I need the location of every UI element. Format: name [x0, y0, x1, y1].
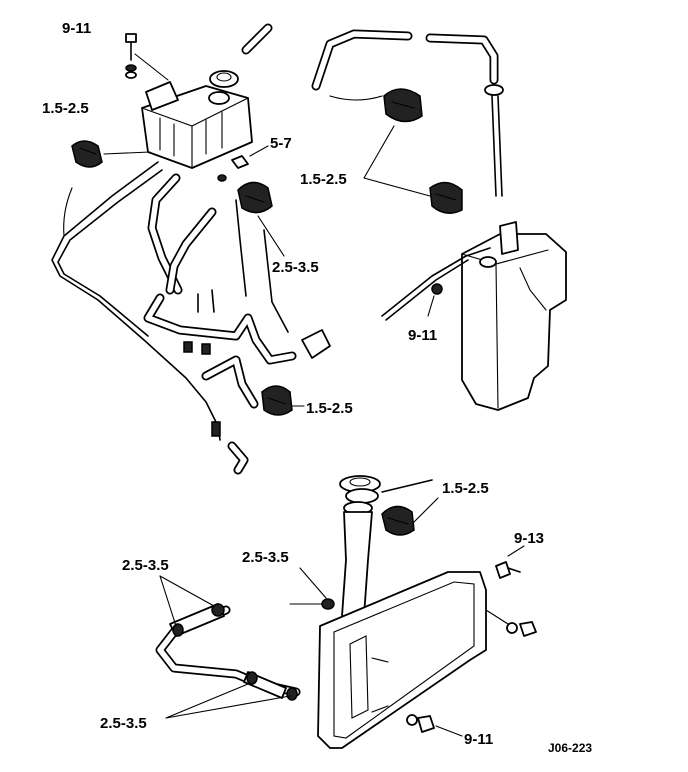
torque-callout: 9-13: [514, 530, 544, 547]
torque-callout: 9-11: [408, 327, 437, 344]
hose-clamp-icon: [261, 385, 293, 416]
torque-callout: 1.5-2.5: [300, 171, 347, 188]
filler-cap: [209, 70, 239, 88]
torque-callout: 5-7: [270, 135, 292, 152]
nut-icon: [231, 155, 249, 169]
hose-clamp-icon: [381, 505, 415, 536]
hose-clamp-icon: [383, 88, 423, 123]
torque-callout: 1.5-2.5: [42, 100, 89, 117]
hose-clamp-icon: [237, 181, 273, 214]
hose-clamp-icon: [71, 140, 103, 168]
bottle-bracket: [145, 81, 179, 111]
torque-callout: 2.5-3.5: [242, 549, 289, 566]
torque-callout: 1.5-2.5: [442, 480, 489, 497]
torque-callout: 9-11: [464, 731, 493, 748]
washer-tank: [317, 571, 487, 749]
torque-callout: 2.5-3.5: [122, 557, 169, 574]
reservoir-tank: [461, 233, 567, 411]
bolt-icon: [125, 33, 137, 79]
torque-callout: 2.5-3.5: [272, 259, 319, 276]
top-right-assembly: [311, 29, 567, 411]
top-left-assembly: [51, 23, 331, 475]
figure-reference: J06-223: [548, 741, 592, 755]
torque-callout: 9-11: [62, 20, 91, 37]
hose-clamp-icon: [429, 181, 463, 214]
vent-cap: [208, 91, 230, 105]
bolt-icon: [495, 561, 521, 579]
torque-callout: 2.5-3.5: [100, 715, 147, 732]
bottom-assembly: [155, 475, 537, 749]
torque-callout: 1.5-2.5: [306, 400, 353, 417]
